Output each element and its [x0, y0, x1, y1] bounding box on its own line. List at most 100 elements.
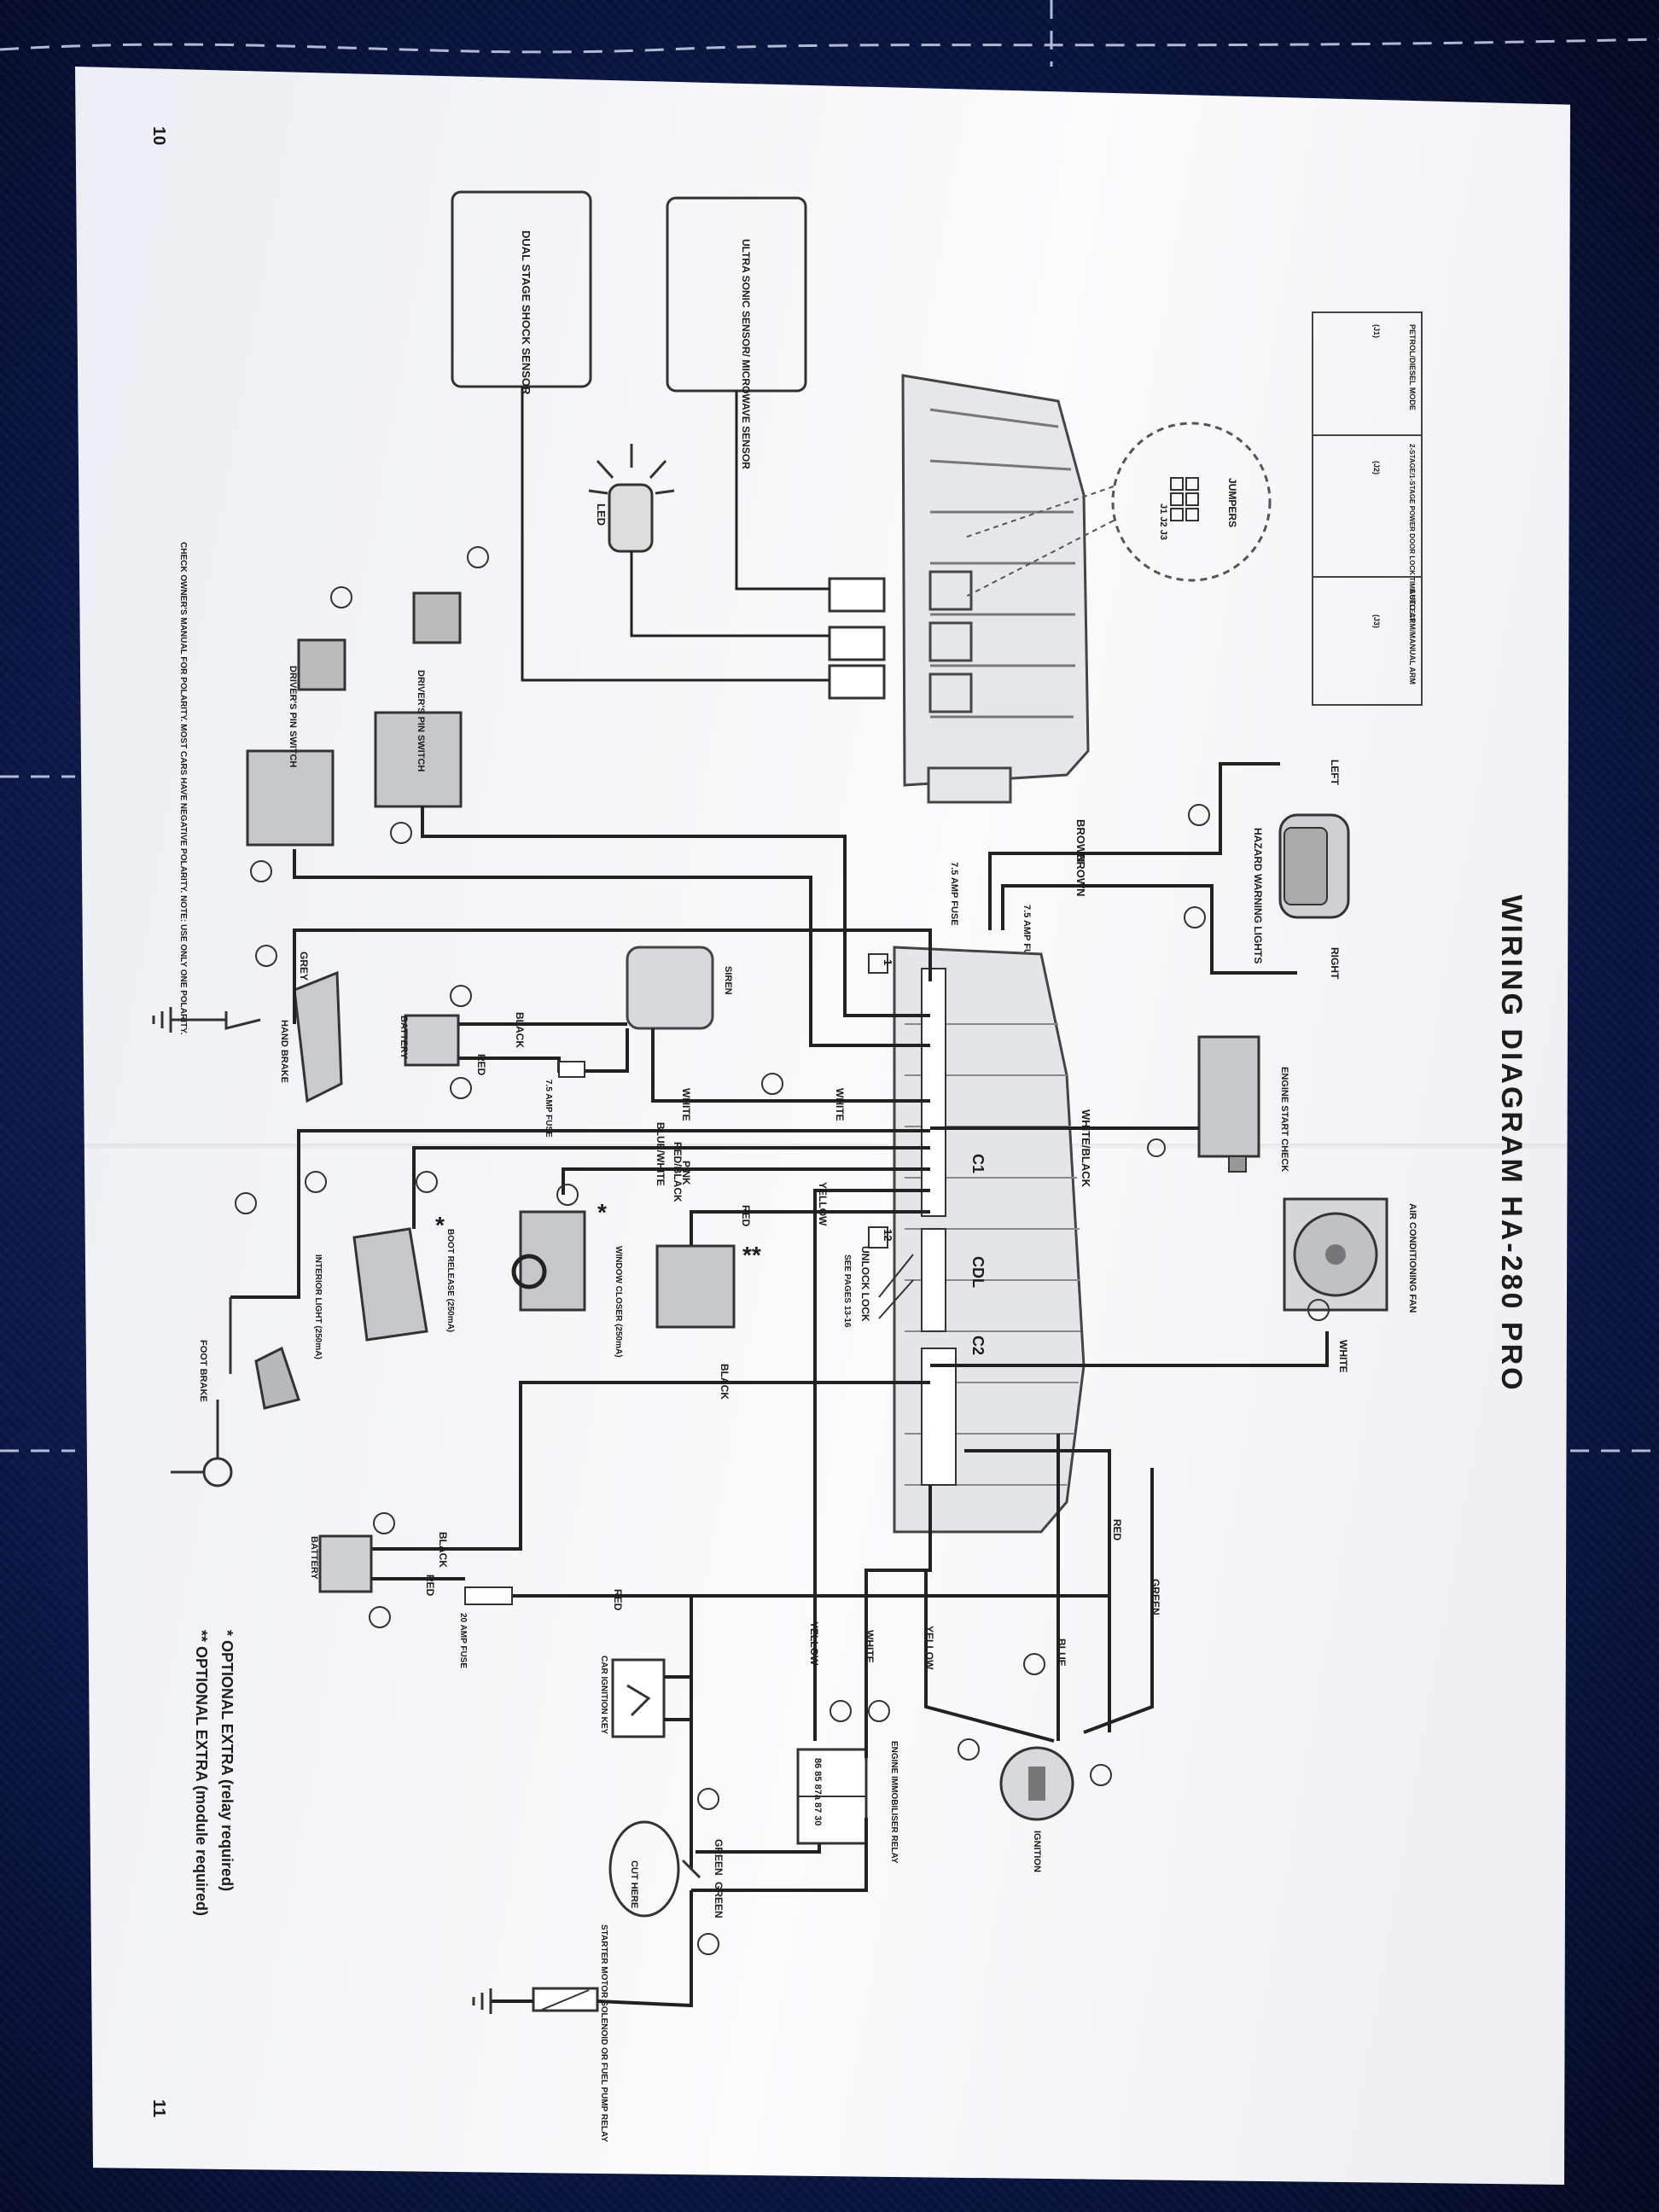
hazard-left-label: LEFT — [1329, 760, 1341, 786]
connector-white-wire-label: WHITE — [834, 1088, 846, 1121]
jumper-col3-title: AUTO ARM/MANUAL ARM — [1408, 589, 1417, 684]
cut-here-icon — [608, 1820, 680, 1918]
main-connector-block — [893, 946, 1086, 1534]
fuse-75-label: 7.5 AMP FUSE — [949, 862, 959, 926]
footnote-2: ** OPTIONAL EXTRA (module required) — [193, 1630, 210, 1916]
ac-white-wire-label: WHITE — [1337, 1340, 1349, 1373]
page-number-left: 10 — [149, 126, 168, 145]
siren-red-wire-label: RED — [475, 1054, 487, 1076]
yellow-wire-label: YELLOW — [817, 1182, 829, 1226]
right-red-wire-label: RED — [1111, 1519, 1123, 1541]
ignition-yellow-wire-label: YELLOW — [923, 1626, 935, 1670]
relay-white-wire-label: WHITE — [864, 1630, 876, 1663]
ac-fan-label: AIR CONDITIONING FAN — [1407, 1203, 1417, 1313]
window-closer-icon — [655, 1244, 736, 1329]
lower-black-wire-label: BLACK — [437, 1532, 449, 1568]
brown-wire-label-2: BROWN — [1074, 853, 1087, 897]
interior-light-label: INTERIOR LIGHT (250mA) — [313, 1254, 323, 1359]
immobiliser-relay-icon — [796, 1748, 868, 1845]
jumpers-circle — [1111, 422, 1272, 582]
connector-c2-label: C2 — [969, 1336, 987, 1355]
unlock-lock-label: UNLOCK LOCK — [859, 1246, 871, 1322]
brown-wires — [988, 762, 1297, 975]
pin-switch-wires — [293, 806, 930, 1047]
siren-battery-wires — [458, 1022, 930, 1103]
jumper-col2-items: (J2) — [1372, 461, 1381, 474]
footnote-1: * OPTIONAL EXTRA (relay required) — [218, 1630, 236, 1891]
polarity-note: CHECK OWNER'S MANUAL FOR POLARITY. MOST … — [178, 542, 188, 1035]
jumper-col1-items: (J1) — [1372, 324, 1381, 338]
red-black-wire-label: RED/BLACK — [672, 1142, 684, 1202]
connector-pin12-label: 12 — [882, 1229, 894, 1241]
main-red-wire-label-2: RED — [612, 1589, 624, 1611]
siren-white-wire-label: WHITE — [680, 1088, 692, 1121]
hand-brake-label: HAND BRAKE — [279, 1020, 289, 1083]
cut-here-label: CUT HERE — [629, 1860, 639, 1908]
main-red-wire-label-1: RED — [424, 1575, 436, 1597]
window-closer-label: WINDOW CLOSER (250mA) — [614, 1246, 623, 1358]
jumper-grid — [1170, 477, 1199, 521]
asterisk-interior: * — [435, 1212, 445, 1238]
battery-label-2: BATTERY — [309, 1536, 319, 1580]
connector-cdl-label: CDL — [969, 1256, 987, 1288]
relay-green-wire-label-1: GREEN — [713, 1839, 725, 1876]
driver-pin-switch-icon-1 — [374, 591, 463, 808]
battery-label-1: BATTERY — [399, 1016, 409, 1059]
grey-wire — [293, 928, 932, 1024]
ground-black-wire — [367, 1381, 930, 1551]
relay-yellow-wire-label: YELLOW — [808, 1621, 820, 1666]
fuse-75b-label: 7.5 AMP FUSE — [544, 1080, 553, 1138]
car-ignition-key-icon — [611, 1658, 666, 1738]
alarm-module — [901, 374, 1090, 804]
jumpers-numbers: J1 J2 J3 — [1158, 504, 1168, 540]
jumper-col1-title: PETROL/DIESEL MODE — [1408, 324, 1417, 410]
grey-wire-label: GREY — [298, 952, 310, 981]
sensor-plugs — [828, 577, 886, 700]
boot-release-label: BOOT RELEASE (250mA) — [445, 1229, 455, 1332]
ac-fan-icon — [1283, 1197, 1388, 1312]
siren-black-wire-label: BLACK — [514, 1012, 526, 1048]
led-label: LED — [595, 504, 608, 526]
signal-wires — [230, 1129, 930, 1741]
car-ignition-key-label: CAR IGNITION KEY — [599, 1656, 608, 1735]
white-black-wire-label: WHITE/BLACK — [1080, 1109, 1092, 1188]
connector-c1-label: C1 — [969, 1154, 987, 1173]
starter-label: STARTER MOTOR SOLENOID OR FUEL PUMP RELA… — [599, 1924, 608, 2142]
driver-pin-switch-label-2: DRIVER'S PIN SWITCH — [288, 666, 298, 767]
siren-icon — [626, 946, 714, 1030]
battery-icon-2 — [318, 1534, 373, 1593]
engine-start-check-icon — [1197, 1035, 1260, 1173]
relay-pins-label: 86 85 87a 87 30 — [812, 1758, 823, 1826]
blue-wire-label: BLUE — [1056, 1639, 1068, 1667]
fuse-20-label: 20 AMP FUSE — [458, 1613, 468, 1668]
pink-wire-label: PINK — [680, 1161, 692, 1185]
blue-white-wire-label: BLUE/WHITE — [655, 1122, 667, 1186]
asterisk-boot: * — [597, 1199, 607, 1225]
hazard-lights-car-icon — [1278, 813, 1350, 919]
relay-green-wire-label-2: GREEN — [713, 1882, 725, 1918]
jumper-table — [1312, 311, 1423, 706]
interior-light-icon — [352, 1227, 428, 1342]
brown-wire-label-1: BROWN — [1074, 819, 1087, 863]
diagram-title: WIRING DIAGRAM HA-280 PRO — [1495, 894, 1528, 1392]
asterisk-window: ** — [742, 1242, 761, 1268]
hazard-right-label: RIGHT — [1329, 947, 1341, 980]
ultrasonic-sensor-label: ULTRA SONIC SENSOR/ MICROWAVE SENSOR — [740, 239, 752, 469]
green-wire-label: GREEN — [1150, 1579, 1161, 1615]
driver-pin-switch-label-1: DRIVER'S PIN SWITCH — [416, 670, 426, 771]
ground-black-wire-label: BLACK — [719, 1364, 731, 1400]
boot-release-icon — [511, 1210, 586, 1312]
sensor-wires — [521, 387, 830, 682]
siren-label: SIREN — [723, 966, 733, 995]
page-number-right: 11 — [149, 2099, 168, 2117]
hazard-label: HAZARD WARNING LIGHTS — [1252, 828, 1264, 963]
driver-pin-switch-icon-2 — [246, 638, 346, 847]
see-pages-label: SEE PAGES 13-16 — [842, 1254, 852, 1328]
starter-relay-icon — [532, 1987, 599, 2012]
jumper-col3-items: (J3) — [1372, 614, 1381, 628]
relay-wires — [691, 1434, 1154, 1892]
jumpers-label: JUMPERS — [1226, 478, 1238, 527]
ignition-label: IGNITION — [1032, 1831, 1042, 1872]
hand-brake-icon — [293, 970, 343, 1103]
